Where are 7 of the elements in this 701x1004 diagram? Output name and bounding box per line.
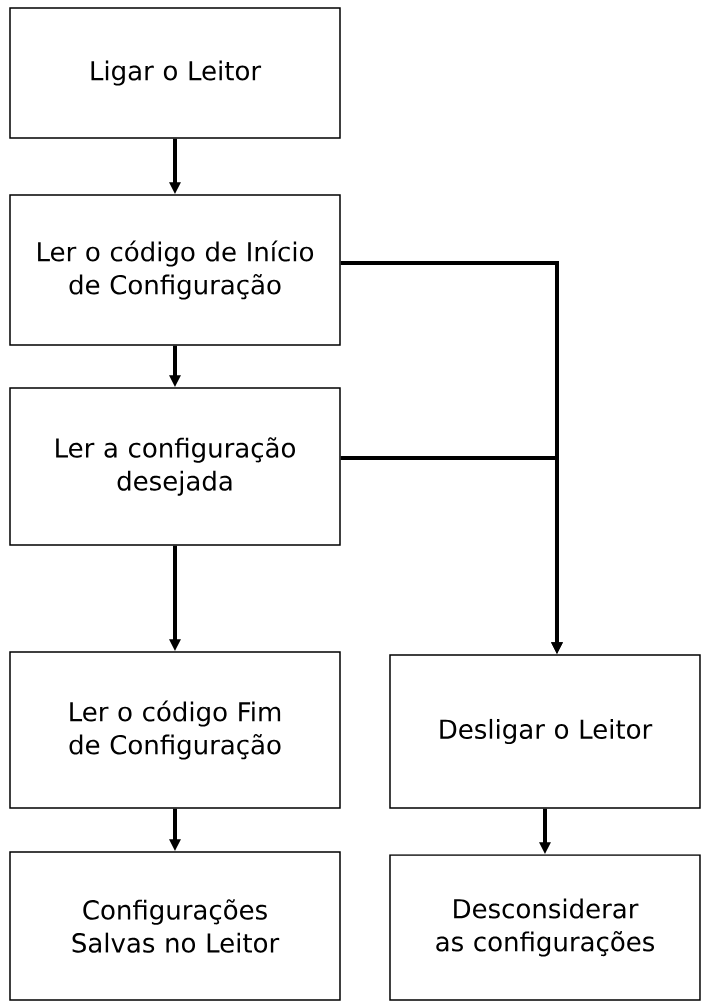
process-box: Ligar o Leitor: [9, 7, 341, 139]
process-box: Configurações Salvas no Leitor: [9, 851, 341, 1001]
process-box: Desligar o Leitor: [389, 654, 701, 809]
process-box: Ler o código de Início de Configuração: [9, 194, 341, 346]
process-box: Ler o código Fim de Configuração: [9, 651, 341, 809]
process-box: Ler a configuração desejada: [9, 387, 341, 546]
process-box: Desconsiderar as configurações: [389, 854, 701, 1001]
